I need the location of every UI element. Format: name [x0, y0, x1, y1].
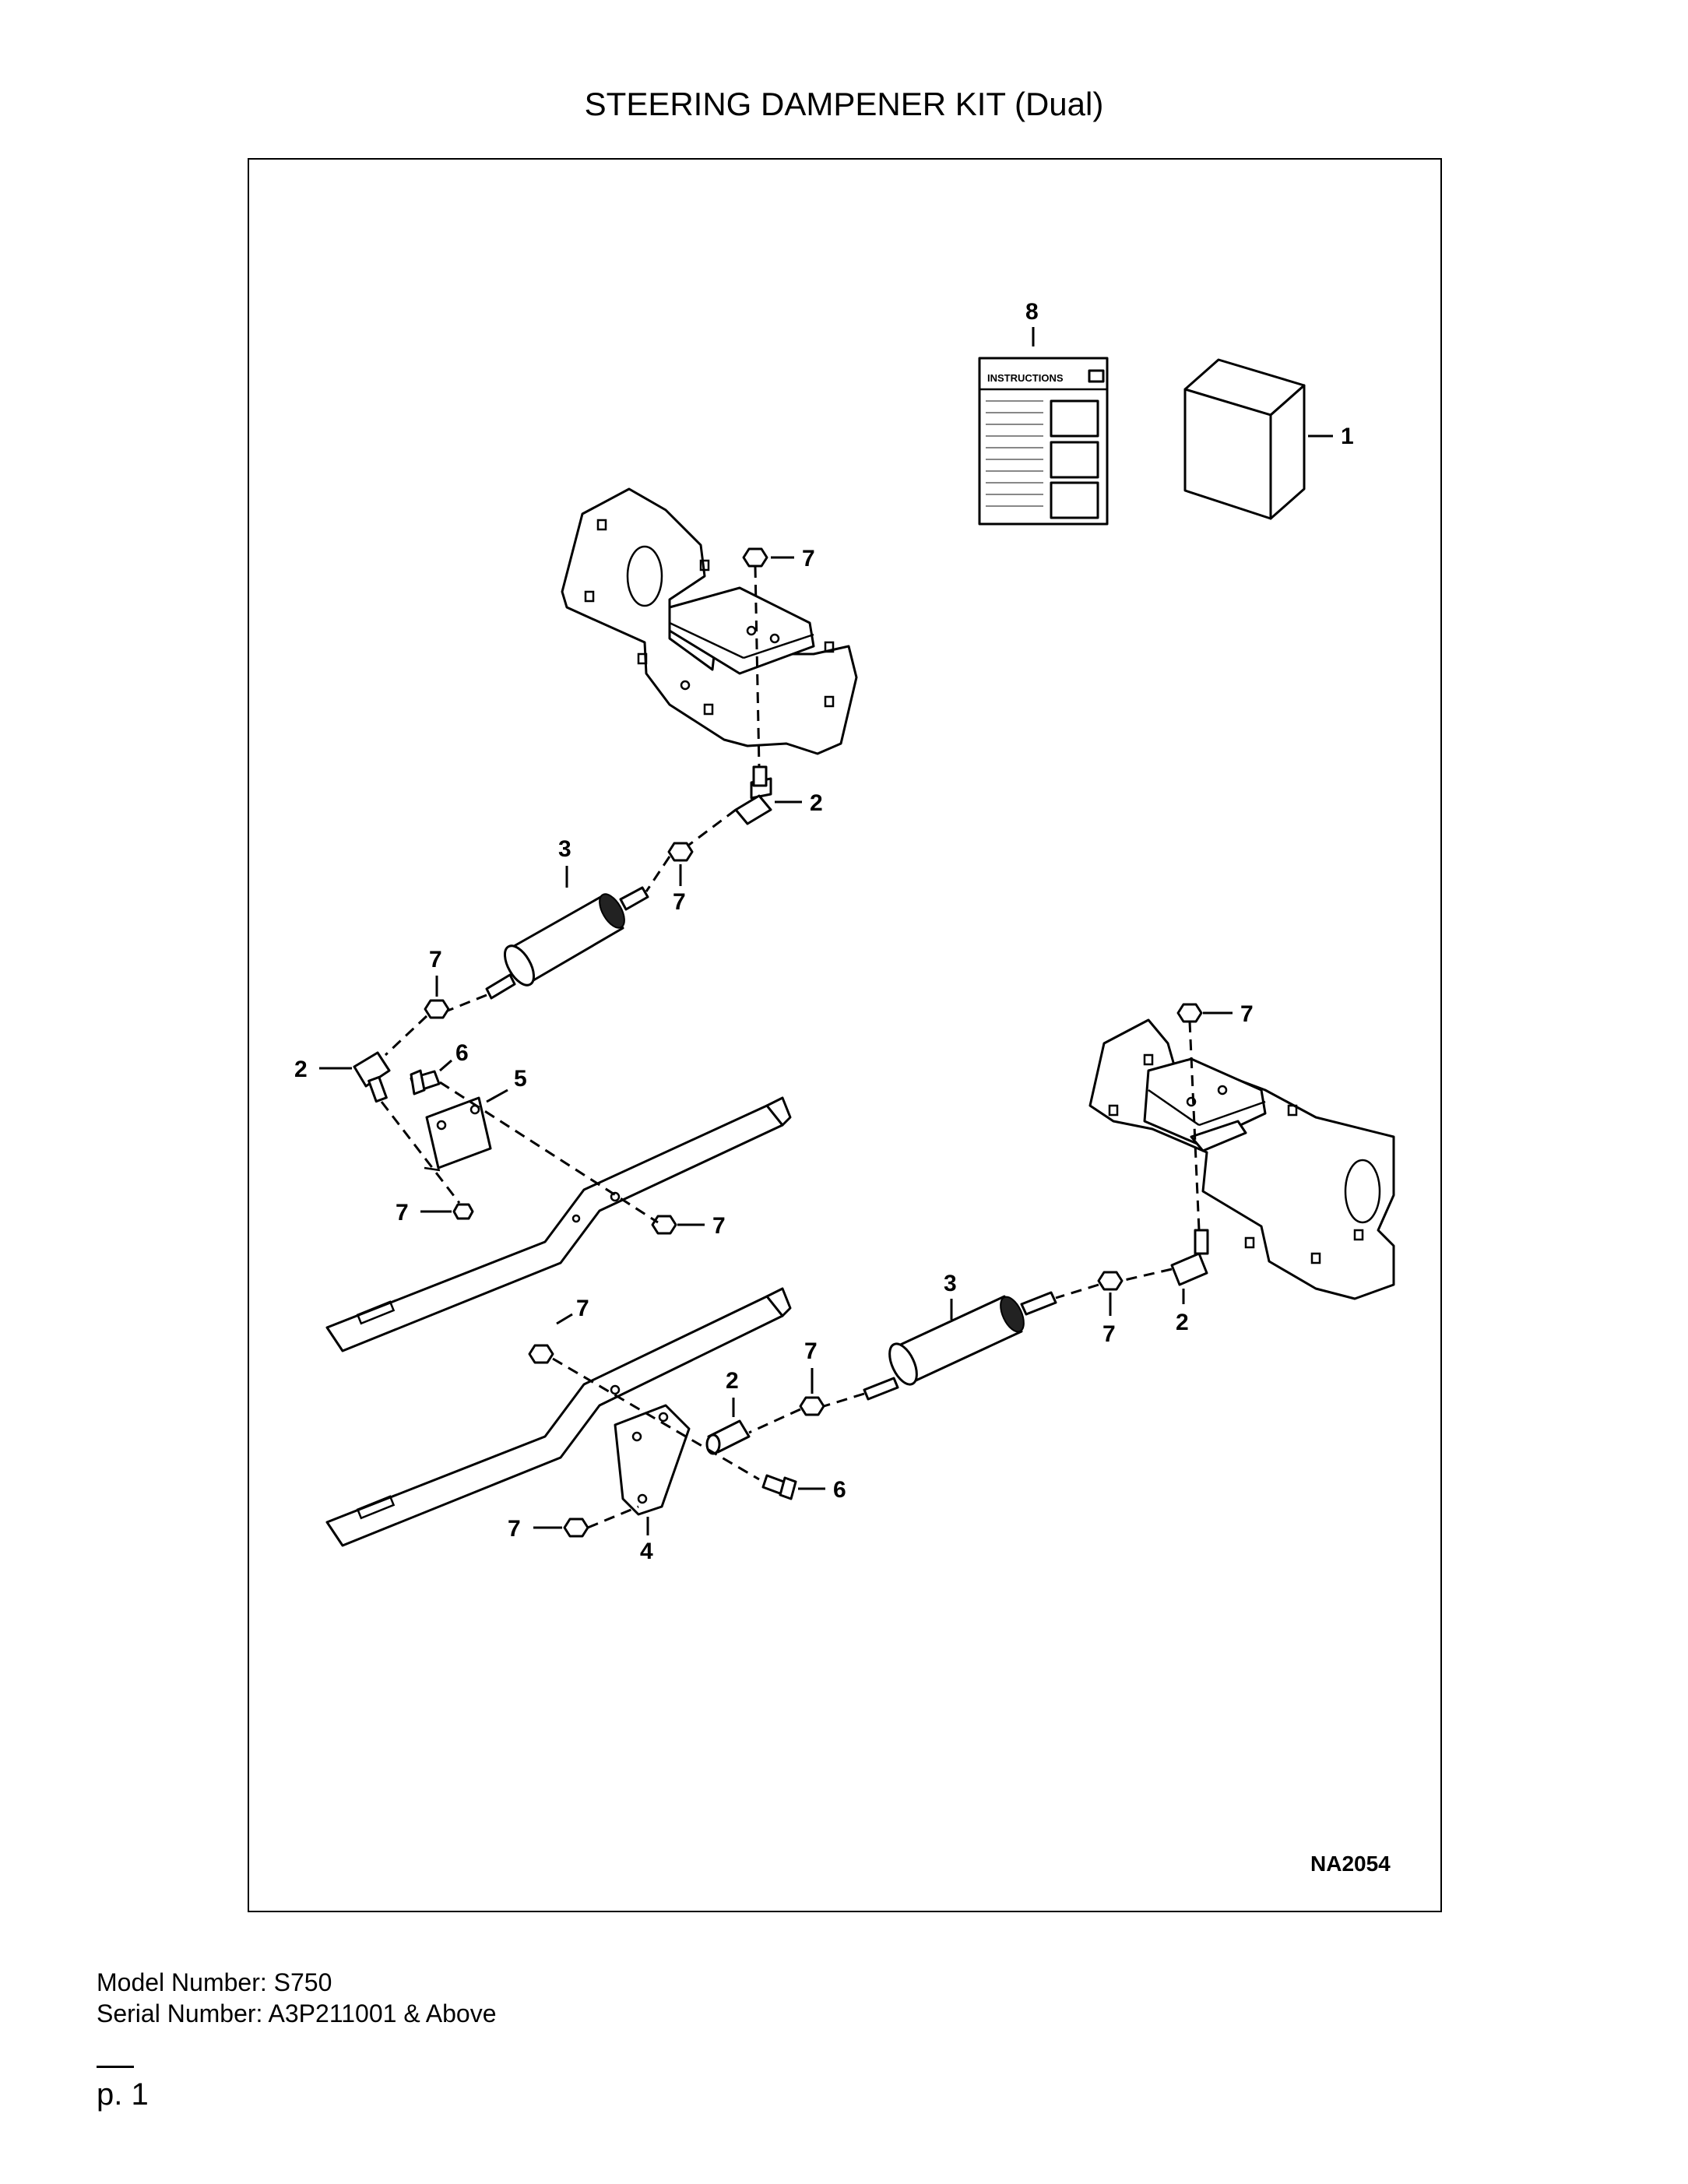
lower-dampener-cylinder — [863, 1291, 1057, 1401]
callout-7-right-top: 7 — [1240, 1001, 1254, 1027]
page-number-rule — [97, 2066, 134, 2068]
instructions-sheet: INSTRUCTIONS 8 — [978, 299, 1109, 526]
model-number: Model Number: S750 — [97, 1968, 332, 1996]
nut-upper-link — [651, 1215, 677, 1235]
page-title: STEERING DAMPENER KIT (Dual) — [584, 86, 1104, 122]
diagram-frame — [248, 158, 1442, 1912]
nut-right-top — [1176, 1003, 1203, 1023]
callout-2-upper: 2 — [810, 790, 823, 816]
right-mount-bracket — [1088, 1018, 1395, 1300]
callout-7-lower-dampener: 7 — [804, 1338, 818, 1364]
nut-right-dampener — [1097, 1271, 1124, 1291]
mount-plate-4 — [614, 1404, 691, 1516]
hardware-bag: 1 — [1183, 358, 1354, 520]
callout-8: 8 — [1025, 299, 1039, 325]
callout-6-upper: 6 — [455, 1040, 469, 1066]
page-number: p. 1 — [97, 2077, 149, 2112]
callout-6-lower: 6 — [833, 1477, 846, 1503]
ball-joint-upper — [734, 765, 772, 825]
callout-1: 1 — [1341, 424, 1354, 449]
nut-lower-link-top — [528, 1344, 554, 1364]
nut-upper-dampener — [667, 842, 694, 862]
callout-7-left-dampener: 7 — [429, 947, 442, 972]
figure-reference: NA2054 — [1310, 1852, 1391, 1876]
callout-7-right-dampener: 7 — [1102, 1321, 1116, 1347]
callout-5: 5 — [514, 1066, 527, 1092]
callout-2-lower: 2 — [726, 1368, 739, 1394]
callout-3-upper: 3 — [558, 836, 571, 862]
nut-lower-plate — [563, 1518, 589, 1538]
mount-plate-5 — [424, 1096, 492, 1172]
callout-7-upper-link: 7 — [712, 1213, 726, 1239]
callout-4: 4 — [640, 1539, 653, 1564]
assembly-lines — [380, 566, 1201, 1529]
nut-lower-dampener — [799, 1396, 825, 1416]
bolt-6-lower — [761, 1474, 797, 1500]
callout-7-lower-plate: 7 — [508, 1516, 521, 1542]
serial-number: Serial Number: A3P211001 & Above — [97, 1999, 497, 2027]
instructions-label: INSTRUCTIONS — [987, 372, 1064, 384]
callout-7-lower-link: 7 — [576, 1296, 589, 1321]
lower-steering-link — [325, 1287, 792, 1547]
callout-2-right: 2 — [1176, 1310, 1189, 1335]
nut-upper-top — [742, 547, 768, 568]
callout-7-upper-dampener: 7 — [673, 889, 686, 915]
ball-joint-left — [353, 1051, 391, 1103]
callouts: 7 2 3 7 7 2 6 5 7 7 7 3 7 2 7 7 2 — [294, 546, 1254, 1564]
nut-left-plate — [452, 1203, 474, 1220]
nut-left-dampener — [424, 999, 450, 1019]
ball-joint-lower — [705, 1419, 751, 1455]
callout-3-lower: 3 — [944, 1271, 957, 1296]
bolt-6-upper — [410, 1069, 441, 1096]
ball-joint-right — [1170, 1229, 1209, 1286]
callout-7-left-plate: 7 — [396, 1200, 409, 1226]
callout-7-upper-top: 7 — [802, 546, 815, 571]
callout-2-left: 2 — [294, 1057, 308, 1082]
upper-steering-link — [325, 1096, 792, 1352]
upper-mount-bracket — [561, 487, 858, 755]
upper-dampener-cylinder — [485, 886, 649, 1000]
